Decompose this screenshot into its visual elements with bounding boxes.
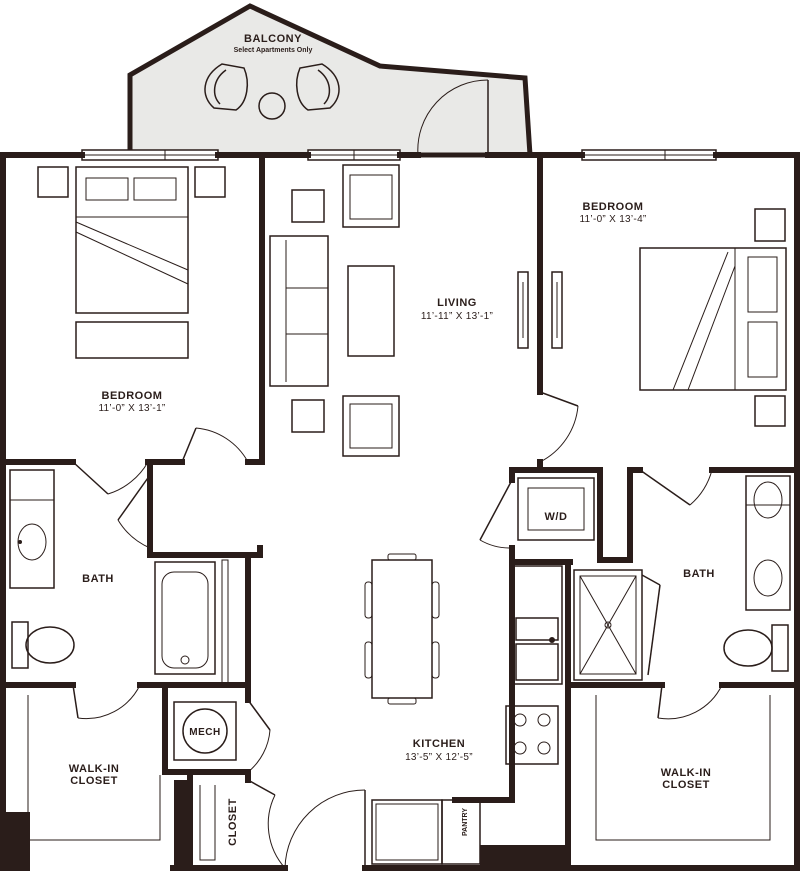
- bath-right-label: BATH: [683, 568, 715, 580]
- washer-dryer-label: W/D: [545, 511, 568, 523]
- balcony-chair-right: [295, 63, 340, 111]
- doors: [72, 391, 723, 869]
- walkin-right-label-1: WALK-IN: [661, 767, 712, 779]
- bedroom-left-dimensions: 11’-0” X 13’-1”: [98, 403, 165, 414]
- balcony-label: BALCONY: [244, 33, 302, 45]
- kitchen-fixtures: [364, 553, 563, 865]
- walkin-right-label-2: CLOSET: [662, 779, 710, 791]
- right-bath-fixtures: [573, 475, 791, 681]
- bedroom-right-dimensions: 11’-0” X 13’-4”: [579, 214, 646, 225]
- left-bath-fixtures: [9, 469, 229, 686]
- kitchen-dimensions: 13’-5” X 12’-5”: [405, 752, 473, 763]
- living-dimensions: 11’-11” X 13’-1”: [421, 311, 493, 322]
- kitchen-label: KITCHEN: [413, 738, 465, 750]
- walls: [0, 152, 800, 871]
- wall-post-right: [480, 845, 568, 871]
- pantry-label: PANTRY: [462, 808, 469, 836]
- balcony-chair-left: [204, 63, 249, 111]
- balcony-table: [258, 92, 286, 120]
- walkin-left-label-2: CLOSET: [70, 775, 118, 787]
- walkin-closet-outlines: [27, 695, 771, 861]
- room-labels: BALCONY Select Apartments Only BEDROOM 1…: [69, 33, 715, 846]
- wall-corner-block: [0, 812, 30, 871]
- bedroom-right-label: BEDROOM: [583, 201, 644, 213]
- balcony-door: [417, 79, 489, 156]
- windows: [81, 149, 717, 161]
- left-bedroom-furniture: [37, 166, 226, 359]
- right-bedroom-furniture: [639, 208, 787, 427]
- balcony-area: [127, 3, 533, 158]
- mech-unit: [173, 701, 237, 761]
- living-furniture: [269, 164, 563, 457]
- mech-label: MECH: [189, 727, 220, 738]
- closet-label: CLOSET: [227, 798, 239, 846]
- living-label: LIVING: [437, 297, 477, 309]
- bath-left-label: BATH: [82, 573, 114, 585]
- washer-dryer: [517, 477, 595, 541]
- bedroom-left-label: BEDROOM: [102, 390, 163, 402]
- walkin-left-label-1: WALK-IN: [69, 763, 120, 775]
- balcony-note: Select Apartments Only: [234, 47, 313, 54]
- wall-post: [174, 780, 192, 871]
